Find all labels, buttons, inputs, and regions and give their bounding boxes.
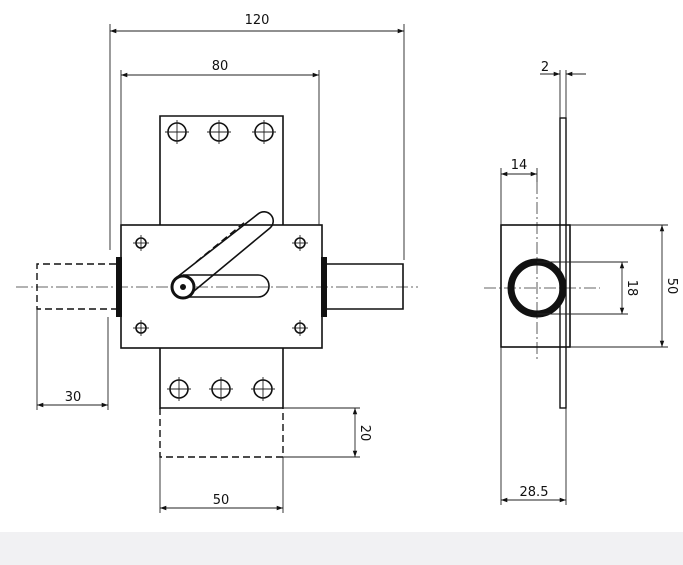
handle-slot: [183, 274, 270, 298]
left-end-cap: [116, 257, 122, 317]
dim-strike-height: 20: [357, 425, 372, 442]
drawing-area: [0, 0, 683, 532]
bolt-shaft-right: [327, 263, 404, 310]
bolt-shaft-left-extended: [36, 263, 116, 310]
dim-bore-diameter: 18: [624, 280, 639, 297]
handle-arm: [175, 211, 274, 297]
dim-offset: 14: [511, 158, 528, 173]
dim-body-depth: 28.5: [520, 485, 549, 500]
dim-body-height: 50: [664, 278, 679, 295]
side-view-dimensions: 2 14 18 50 28.5: [500, 60, 679, 505]
lower-mounting-plate: [159, 348, 284, 409]
front-view-dimensions: 120 80 30 20 50: [36, 13, 405, 513]
footer-strip: [0, 532, 683, 565]
dim-body-width: 80: [212, 59, 229, 74]
strike-plate: [159, 408, 284, 458]
body-corner-holes: [133, 235, 308, 336]
dim-strike-width: 50: [213, 493, 230, 508]
dim-overall-width: 120: [245, 13, 270, 28]
lower-plate-holes: [167, 377, 275, 401]
front-view: [16, 115, 418, 458]
dim-bolt-projection: 30: [65, 390, 82, 405]
handle-pivot: [180, 284, 186, 290]
upper-mounting-plate: [159, 115, 284, 225]
upper-plate-holes: [165, 120, 276, 144]
side-mounting-plate: [559, 117, 567, 409]
right-end-cap: [321, 257, 327, 317]
dim-plate-thickness: 2: [541, 60, 549, 75]
side-body: [500, 224, 571, 348]
